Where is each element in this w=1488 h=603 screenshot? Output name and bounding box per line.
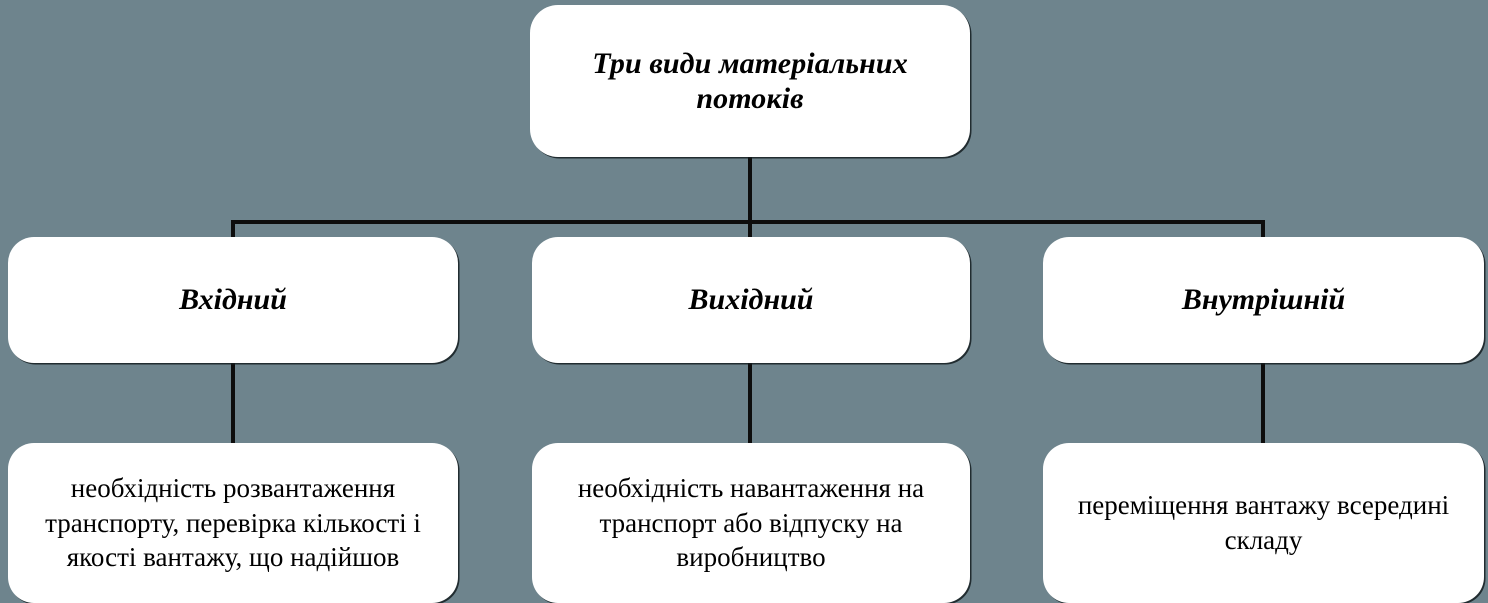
node-detail-outbound-text: необхідність навантаження на транспорт а… <box>577 473 925 573</box>
node-branch-inbound-label: Вхідний <box>179 283 287 317</box>
node-detail-inbound: необхідність розвантаження транспорту, п… <box>8 443 458 603</box>
node-branch-outbound: Вихідний <box>532 237 970 363</box>
node-root: Три види матеріальних потоків <box>530 5 970 157</box>
node-branch-internal-label: Внутрішній <box>1181 283 1346 317</box>
connector-bus-to-branch-2 <box>748 220 752 239</box>
node-detail-inbound-text: необхідність розвантаження транспорту, п… <box>45 473 421 573</box>
connector-bus-to-branch-3 <box>1261 220 1265 239</box>
connector-root-down <box>748 154 752 224</box>
connector-branch-3-to-detail <box>1261 361 1265 445</box>
node-detail-internal-text: переміщення вантажу всередині складу <box>1077 490 1450 555</box>
connector-bus-to-branch-1 <box>231 220 235 239</box>
connector-branch-1-to-detail <box>231 361 235 445</box>
node-branch-outbound-label: Вихідний <box>688 283 814 317</box>
node-detail-outbound: необхідність навантаження на транспорт а… <box>532 443 970 603</box>
node-root-label: Три види матеріальних потоків <box>592 46 908 115</box>
connector-branch-2-to-detail <box>748 361 752 445</box>
node-detail-internal: переміщення вантажу всередині складу <box>1043 443 1484 603</box>
node-branch-inbound: Вхідний <box>8 237 458 363</box>
node-branch-internal: Внутрішній <box>1043 237 1484 363</box>
